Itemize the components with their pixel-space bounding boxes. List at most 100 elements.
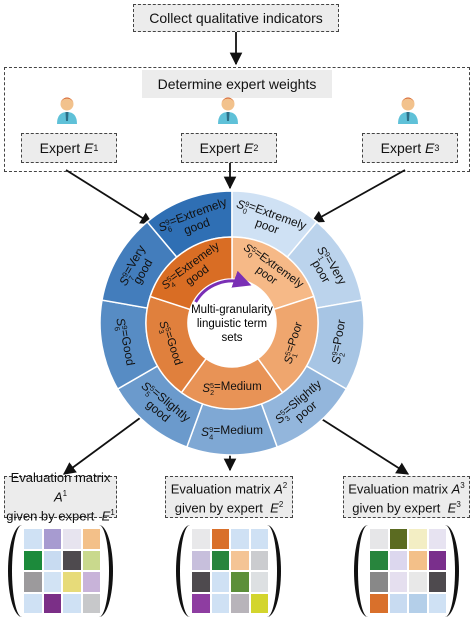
expert-weights-box: Determine expert weights	[142, 70, 332, 98]
expert-symbol: E	[244, 140, 254, 156]
matrix-cell	[409, 593, 427, 613]
matrix-cell	[428, 593, 446, 613]
person-icon	[398, 97, 418, 124]
expert-label: Expert	[199, 140, 241, 156]
matrix-cell	[231, 593, 249, 613]
matrix-cell	[192, 529, 210, 549]
matrix-grid-2	[172, 525, 285, 617]
matrix-cell	[231, 550, 249, 570]
matrix-sup: 3	[460, 480, 465, 490]
matrix-cell	[82, 529, 100, 549]
matrix-cell	[24, 593, 42, 613]
expert-sup: 3	[434, 143, 440, 153]
collect-indicators-label: Collect qualitative indicators	[149, 10, 323, 26]
matrix-symbol2: E	[101, 508, 111, 524]
matrix-cell	[192, 550, 210, 570]
matrix-cell	[370, 529, 388, 549]
matrix-symbol: A	[274, 481, 283, 496]
matrix-cell	[82, 572, 100, 592]
matrix-cell	[389, 529, 407, 549]
matrix-subtitle: given by expert	[6, 508, 95, 524]
left-bracket	[176, 525, 190, 617]
expert-label: Expert	[39, 140, 81, 156]
matrix-cell	[409, 572, 427, 592]
linguistic-term-wheel: S96=ExtremelygoodS90=ExtremelypoorS91=Ve…	[99, 190, 365, 456]
person-icon	[57, 97, 77, 124]
matrix-cell	[389, 572, 407, 592]
right-bracket	[445, 525, 459, 617]
arrow	[62, 417, 141, 475]
matrix-cell	[24, 550, 42, 570]
matrix-cell	[24, 529, 42, 549]
matrix-cell	[82, 550, 100, 570]
matrix-cells	[192, 529, 268, 613]
matrix-cell	[250, 593, 268, 613]
expert-sup: 1	[93, 143, 99, 153]
arrow	[310, 169, 406, 223]
matrix-sup2: 3	[456, 500, 461, 509]
matrix-cell	[63, 593, 81, 613]
expert-group-frame	[4, 67, 470, 172]
matrix-grid-3	[350, 525, 463, 617]
matrix-cell	[192, 572, 210, 592]
matrix-cell	[63, 550, 81, 570]
matrix-cell	[211, 593, 229, 613]
matrix-cell	[211, 529, 229, 549]
matrix-cell	[250, 550, 268, 570]
matrix-sup: 2	[282, 480, 288, 490]
matrix-title: Evaluation matrix	[170, 481, 271, 496]
matrix-cell	[43, 550, 61, 570]
outer-term-label: S96=Good	[111, 316, 138, 367]
matrix-cell	[24, 572, 42, 592]
matrix-cell	[63, 529, 81, 549]
matrix-symbol: A	[451, 481, 461, 496]
matrix-cell	[370, 593, 388, 613]
matrix-box-2: Evaluation matrix A2 given by expert E2	[165, 476, 293, 518]
rotation-arrow-icon	[194, 270, 252, 303]
matrix-cell	[370, 550, 388, 570]
matrix-title: Evaluation matrix	[10, 469, 111, 485]
matrix-cells	[24, 529, 100, 613]
matrix-subtitle: given by expert	[174, 500, 263, 516]
left-bracket	[354, 525, 368, 617]
arrow	[65, 169, 154, 225]
expert-weights-label: Determine expert weights	[157, 76, 317, 92]
matrix-symbol2: E	[447, 500, 457, 516]
arrow	[319, 417, 410, 475]
matrix-cell	[192, 593, 210, 613]
matrix-cell	[231, 572, 249, 592]
matrix-grid-1	[4, 525, 117, 617]
matrix-cell	[389, 550, 407, 570]
outer-term-label: S92=Poor	[327, 318, 353, 365]
right-bracket	[99, 525, 113, 617]
matrix-cell	[63, 572, 81, 592]
matrix-box-1: Evaluation matrix A1 given by expert E1	[4, 470, 117, 523]
matrix-cell	[211, 550, 229, 570]
matrix-cell	[250, 572, 268, 592]
matrix-cell	[43, 572, 61, 592]
matrix-cell	[389, 593, 407, 613]
matrix-cell	[211, 572, 229, 592]
center-circle	[188, 279, 276, 367]
matrix-box-3: Evaluation matrix A3 given by expert E3	[343, 476, 470, 518]
matrix-cell	[82, 593, 100, 613]
matrix-cell	[409, 529, 427, 549]
outer-term-label: S91=Verypoor	[304, 243, 349, 294]
matrix-cell	[428, 550, 446, 570]
expert-symbol: E	[84, 140, 94, 156]
matrix-cell	[428, 529, 446, 549]
collect-indicators-box: Collect qualitative indicators	[133, 4, 339, 32]
expert-sup: 2	[253, 143, 259, 153]
matrix-cell	[250, 529, 268, 549]
right-bracket	[267, 525, 281, 617]
matrix-cell	[409, 550, 427, 570]
matrix-cell	[43, 529, 61, 549]
matrix-symbol: A	[53, 489, 63, 504]
